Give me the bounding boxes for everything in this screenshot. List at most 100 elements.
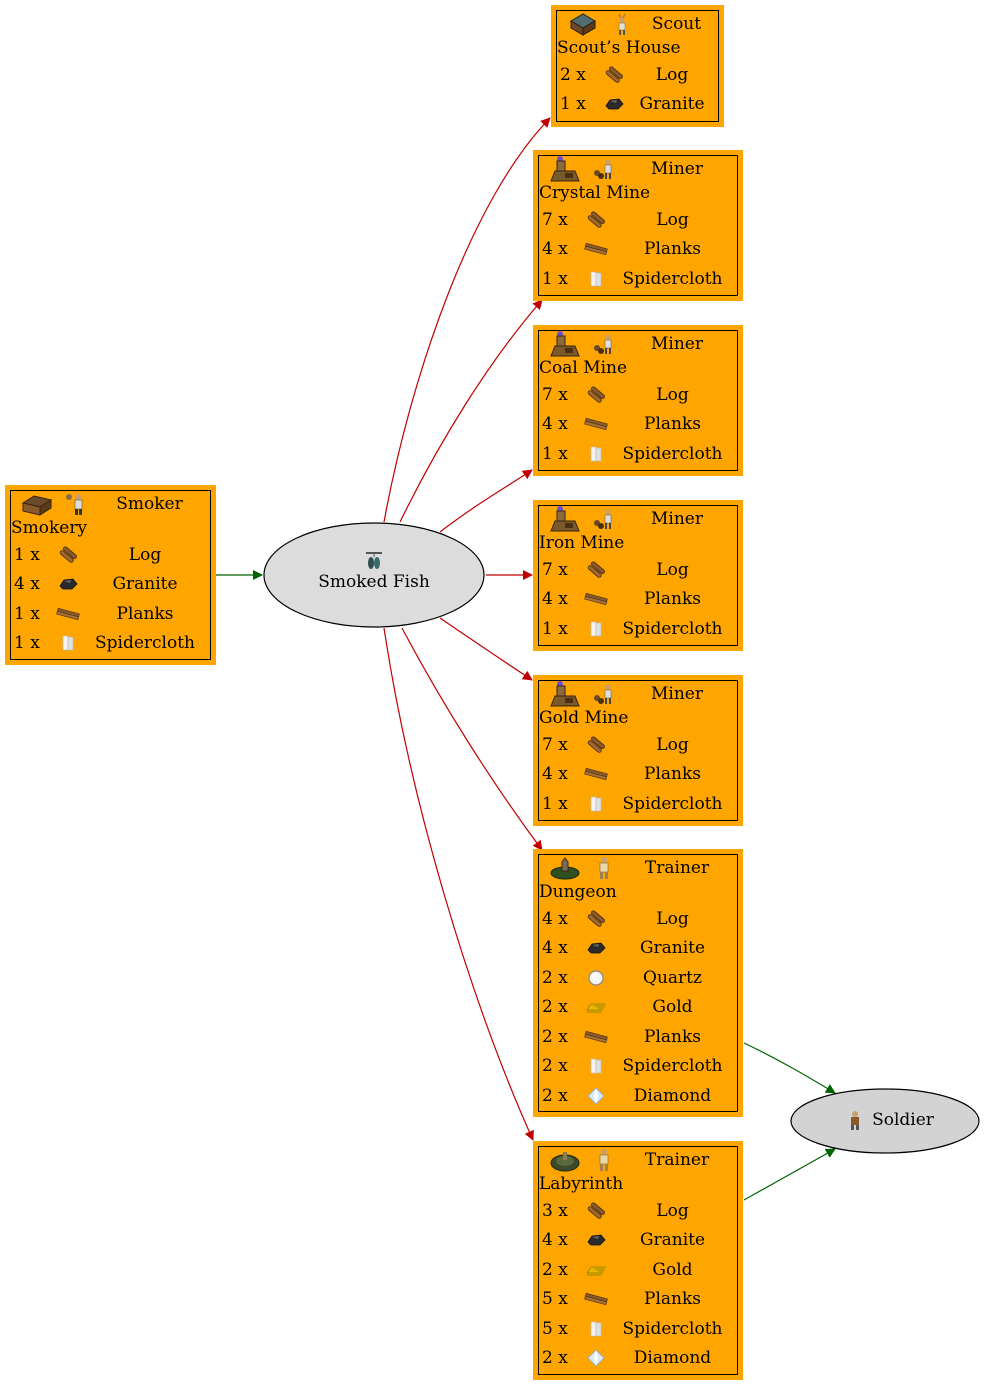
worker-name: Trainer: [644, 1149, 710, 1170]
building-header: Trainer: [539, 1147, 737, 1172]
log-icon: [602, 65, 626, 85]
cost-quantity: 2 x: [560, 64, 586, 85]
smokery-building-icon: [11, 491, 63, 517]
cost-ware-name: Spidercloth: [622, 443, 723, 464]
cost-quantity: 4 x: [542, 589, 568, 610]
cost-ware-name: Diamond: [633, 1348, 712, 1369]
cost-row: 7 x Log: [539, 380, 737, 410]
cost-ware-name: Log: [656, 209, 689, 230]
edge-smoked-fish-to-crystal-mine: [399, 299, 543, 523]
planks-icon: [584, 1030, 608, 1044]
smoked-fish-label: Smoked Fish: [318, 572, 430, 592]
cost-ware-name: Planks: [644, 239, 701, 260]
cost-ware-name: Spidercloth: [622, 1056, 723, 1077]
building-header: Miner: [539, 155, 737, 181]
cost-quantity: 7 x: [542, 384, 568, 405]
cost-ware-name: Planks: [116, 603, 174, 624]
soldier-node: [790, 1088, 980, 1154]
worker-name: Trainer: [644, 857, 710, 878]
edge-smoked-fish-to-coal-mine: [439, 469, 533, 533]
cost-ware-name: Gold: [652, 1259, 693, 1280]
mine-building-icon: [539, 680, 591, 708]
cost-ware-name: Planks: [644, 414, 701, 435]
gold-icon: [584, 999, 608, 1015]
cost-row: 2 x Diamond: [539, 1344, 737, 1374]
scout-worker-icon: [609, 12, 635, 36]
building-name: Smokery: [11, 518, 88, 538]
building-header: Smoker: [11, 491, 210, 516]
cost-ware-name: Log: [656, 1200, 689, 1221]
cost-ware-name: Planks: [644, 1026, 701, 1047]
planks-icon: [584, 1292, 608, 1306]
scouts-house-building-icon: [557, 11, 609, 37]
spidercloth-icon: [584, 620, 608, 638]
miner-worker-icon: [591, 157, 617, 181]
mine-building-icon: [539, 505, 591, 533]
edge-smoked-fish-to-labyrinth: [383, 627, 534, 1141]
building-name: Crystal Mine: [539, 183, 651, 203]
labyrinth-building-icon: [539, 1148, 591, 1172]
cost-ware-name: Spidercloth: [622, 1318, 723, 1339]
cost-quantity: 1 x: [560, 94, 586, 115]
cost-ware-name: Spidercloth: [622, 268, 723, 289]
cost-ware-name: Log: [655, 64, 689, 85]
building-header: Miner: [539, 330, 737, 356]
cost-quantity: 4 x: [542, 764, 568, 785]
worker-name: Miner: [651, 683, 703, 704]
cost-quantity: 1 x: [14, 544, 40, 565]
worker-name: Scout: [651, 13, 702, 34]
cost-quantity: 2 x: [542, 967, 568, 988]
cost-ware-name: Log: [656, 908, 689, 929]
planks-icon: [584, 767, 608, 781]
building-header: Miner: [539, 680, 737, 708]
cost-ware-name: Quartz: [643, 967, 702, 988]
cost-quantity: 2 x: [542, 1348, 568, 1369]
cost-quantity: 2 x: [542, 997, 568, 1018]
cost-ware-name: Spidercloth: [94, 633, 195, 654]
spidercloth-icon: [584, 795, 608, 813]
cost-quantity: 7 x: [542, 209, 568, 230]
building-name: Scout’s House: [557, 38, 681, 58]
cost-ware-name: Planks: [644, 1289, 701, 1310]
edge-smoked-fish-to-scouts-house: [383, 117, 551, 523]
granite-icon: [56, 576, 80, 592]
gold-icon: [584, 1262, 608, 1278]
building-header: Trainer: [539, 855, 737, 880]
smoked-fish-icon: [300, 550, 448, 572]
cost-ware-name: Log: [656, 384, 689, 405]
diamond-icon: [584, 1086, 608, 1106]
cost-quantity: 5 x: [542, 1318, 568, 1339]
diamond-icon: [584, 1348, 608, 1368]
building-name: Dungeon: [539, 882, 617, 902]
edge-labyrinth-to-soldier: [743, 1148, 836, 1201]
cost-quantity: 7 x: [542, 559, 568, 580]
log-icon: [584, 1201, 608, 1221]
cost-quantity: 4 x: [542, 908, 568, 929]
quartz-icon: [584, 968, 608, 988]
building-name: Gold Mine: [539, 708, 629, 728]
edge-smoked-fish-to-gold-mine: [439, 617, 533, 681]
